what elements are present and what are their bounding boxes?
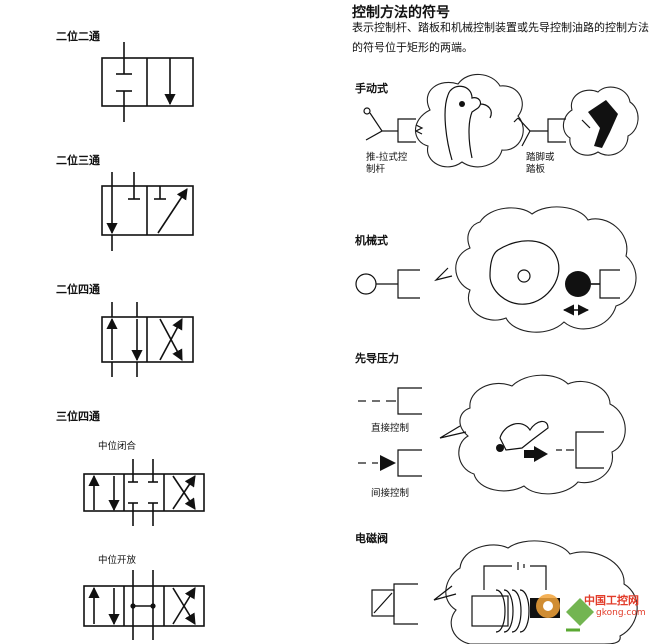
label-center-open: 中位开放	[98, 555, 137, 566]
pedal-symbol	[513, 117, 566, 147]
control-symbols-title: 控制方法的符号	[352, 5, 450, 21]
heading-pilot-pressure: 先导压力	[355, 352, 399, 365]
manual-lever-symbol	[363, 107, 424, 143]
label-center-closed: 中位闭合	[98, 441, 137, 452]
mechanical-cam-bubble	[434, 206, 637, 333]
label-direct-control: 直接控制	[371, 423, 410, 434]
watermark-url: gkong.com	[596, 608, 646, 618]
pilot-bubble	[439, 374, 626, 495]
valve-three-position-four-way-open	[83, 570, 205, 640]
heading-solenoid: 电磁阀	[355, 532, 388, 545]
label-two-position-two-way: 二位二通	[56, 30, 100, 43]
valve-two-position-three-way	[101, 172, 194, 251]
watermark-text: 中国工控网	[584, 594, 639, 607]
label-three-position-four-way: 三位四通	[56, 410, 100, 423]
control-symbols-description: 表示控制杆、踏板和机械控制装置或先导控制油路的控制方法的符号位于矩形的两端。	[352, 21, 649, 54]
heading-manual: 手动式	[355, 82, 388, 95]
manual-hand-bubble	[414, 73, 524, 168]
label-pedal: 踏脚或踏板	[526, 152, 555, 175]
label-indirect-control: 间接控制	[371, 488, 410, 499]
pilot-indirect-symbol	[358, 449, 422, 477]
label-two-position-four-way: 二位四通	[56, 283, 100, 296]
label-two-position-three-way: 二位三通	[56, 154, 100, 167]
pilot-direct-symbol	[358, 387, 422, 415]
heading-mechanical: 机械式	[355, 234, 388, 247]
label-push-pull-lever: 推-拉式控制杆	[366, 152, 408, 175]
watermark-logo	[536, 594, 594, 632]
valve-two-position-two-way	[101, 42, 194, 122]
solenoid-symbol	[371, 583, 418, 625]
valve-two-position-four-way	[101, 302, 194, 377]
mechanical-roller-symbol	[355, 269, 420, 299]
pedal-foot-bubble	[562, 86, 639, 156]
valve-three-position-four-way-closed	[83, 459, 205, 526]
